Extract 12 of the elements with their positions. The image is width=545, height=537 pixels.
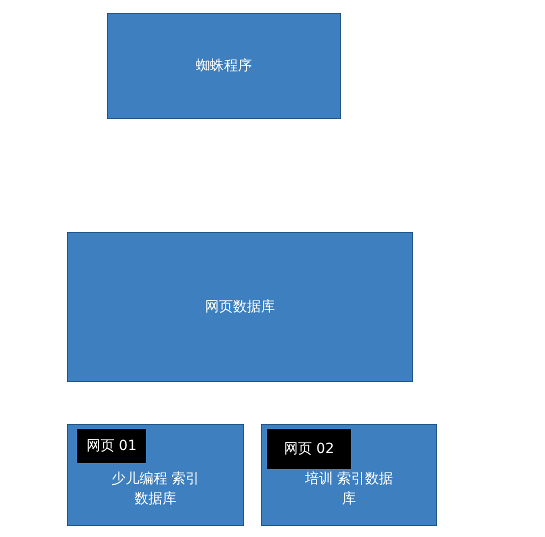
database-box: [261, 424, 437, 526]
node-label: 网页 02: [284, 440, 334, 459]
node-label: 少儿编程 索引数据库: [110, 470, 200, 509]
node-label: 培训 索引数据库: [304, 470, 394, 509]
page-tag: [267, 429, 351, 469]
database-box: [67, 232, 413, 382]
database-box: [67, 424, 244, 526]
node-label: 网页数据库: [205, 298, 275, 317]
node-label: 蜘蛛程序: [196, 57, 252, 76]
node-label: 网页 01: [86, 437, 137, 456]
page-tag: [77, 429, 146, 463]
database-box: [107, 13, 341, 119]
